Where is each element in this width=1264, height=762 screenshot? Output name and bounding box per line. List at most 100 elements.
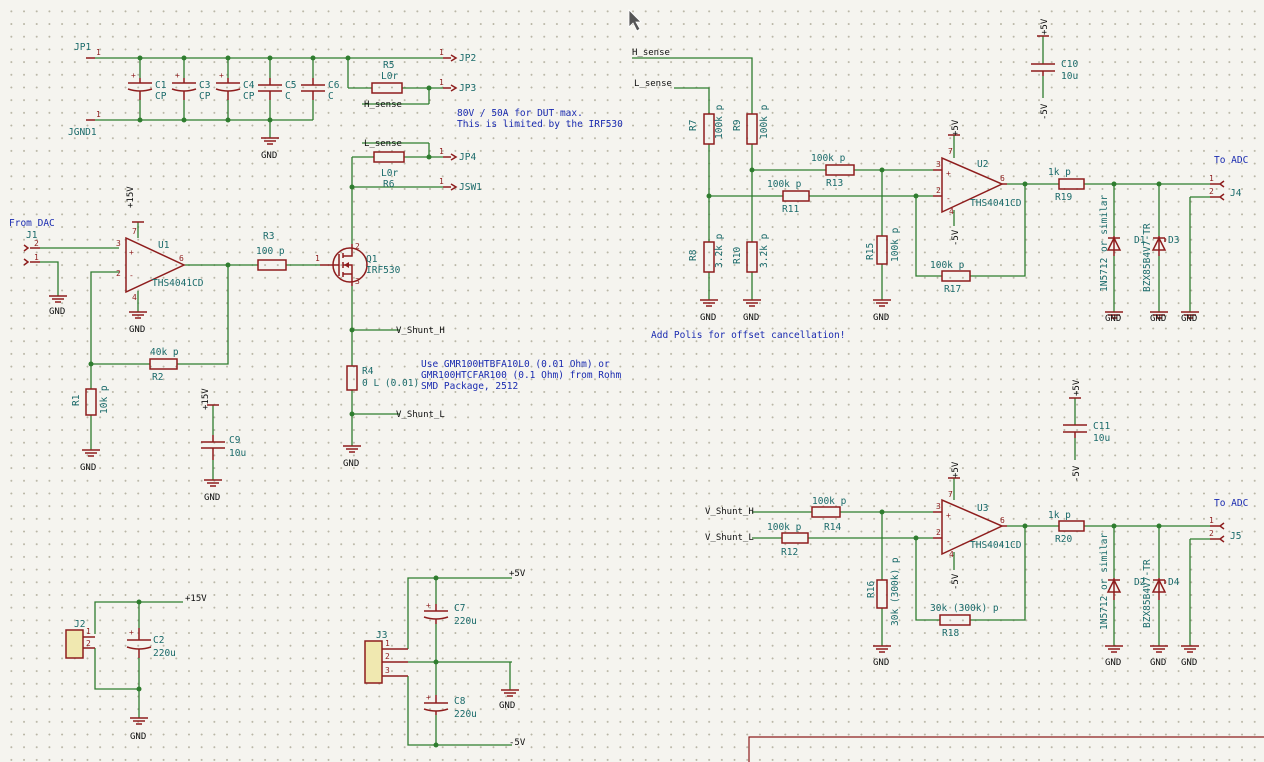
svg-text:R3: R3	[263, 231, 274, 242]
svg-text:R7: R7	[688, 120, 699, 131]
resistor-r6[interactable]	[373, 151, 405, 163]
resistor-r5[interactable]	[371, 82, 403, 94]
svg-text:2: 2	[936, 186, 941, 195]
svg-text:100k p: 100k p	[812, 496, 847, 507]
svg-text:R20: R20	[1055, 534, 1072, 545]
svg-text:2: 2	[1209, 187, 1214, 196]
opamp-u1[interactable]	[125, 236, 186, 294]
svg-text:2: 2	[355, 242, 360, 251]
svg-text:R5: R5	[383, 60, 394, 71]
svg-text:GND: GND	[700, 313, 716, 323]
svg-text:1: 1	[96, 110, 101, 119]
svg-text:3.2k p: 3.2k p	[714, 233, 725, 268]
decoupling-caps	[1031, 35, 1087, 460]
svg-text:U3: U3	[977, 503, 988, 514]
svg-text:THS4041CD: THS4041CD	[970, 198, 1022, 209]
capacitor-c2[interactable]	[126, 628, 152, 658]
svg-text:1: 1	[439, 147, 444, 156]
connector-jgnd1-label: JGND1	[68, 127, 97, 138]
svg-text:100 p: 100 p	[256, 246, 285, 257]
capacitor-c4[interactable]	[215, 78, 241, 100]
capacitor-c9[interactable]	[201, 435, 225, 460]
svg-text:R6: R6	[383, 179, 395, 190]
svg-text:R2: R2	[152, 372, 163, 383]
svg-text:R8: R8	[688, 249, 699, 261]
svg-text:3.2k p: 3.2k p	[759, 233, 770, 268]
connector-jsw1-label: JSW1	[459, 182, 482, 193]
svg-text:3: 3	[936, 160, 941, 169]
resistor-r4[interactable]	[346, 365, 358, 391]
connector-j3[interactable]	[364, 640, 383, 684]
connector-jp4-label: JP4	[459, 152, 476, 163]
resistor-r10[interactable]	[746, 241, 758, 273]
svg-text:C7: C7	[454, 603, 465, 614]
resistor-r14[interactable]	[811, 506, 841, 518]
diode-d2[interactable]	[1106, 578, 1122, 600]
svg-text:4: 4	[949, 550, 954, 559]
svg-text:+15V: +15V	[201, 388, 211, 410]
opamp-u3[interactable]	[941, 498, 1004, 556]
resistor-r20[interactable]	[1058, 520, 1085, 532]
diode-d1[interactable]	[1106, 236, 1122, 256]
svg-text:100k p: 100k p	[767, 522, 802, 533]
connector-j2[interactable]	[65, 629, 84, 659]
svg-text:C10: C10	[1061, 59, 1078, 70]
resistor-r8[interactable]	[703, 241, 715, 273]
svg-text:7: 7	[132, 227, 137, 236]
resistor-r17[interactable]	[941, 270, 971, 282]
svg-text:U1: U1	[158, 240, 170, 251]
capacitor-c6[interactable]	[301, 78, 325, 100]
capacitor-c3[interactable]	[171, 78, 197, 100]
svg-text:D3: D3	[1168, 235, 1179, 246]
svg-text:+: +	[946, 511, 951, 520]
capacitor-c5[interactable]	[258, 78, 282, 100]
svg-text:D2: D2	[1134, 577, 1145, 588]
resistor-r18[interactable]	[939, 614, 971, 626]
net-label-l-sense: L_sense	[364, 139, 402, 149]
resistor-r16[interactable]	[876, 579, 888, 609]
svg-text:-5V: -5V	[951, 229, 961, 246]
capacitor-c7[interactable]	[423, 604, 449, 624]
resistor-r12[interactable]	[781, 532, 809, 544]
svg-text:+5V: +5V	[1040, 18, 1050, 35]
zener-d3[interactable]	[1151, 236, 1167, 256]
svg-text:100k p: 100k p	[759, 104, 770, 139]
resistor-r13[interactable]	[825, 164, 855, 176]
capacitor-c1[interactable]	[127, 78, 153, 100]
svg-text:GND: GND	[261, 151, 277, 161]
svg-text:BZX85B4V7-TR: BZX85B4V7-TR	[1142, 559, 1153, 628]
resistor-r7[interactable]	[703, 113, 715, 145]
capacitor-c8[interactable]	[423, 695, 449, 715]
resistor-r11[interactable]	[782, 190, 810, 202]
resistor-r3[interactable]	[257, 259, 287, 271]
svg-text:+: +	[129, 628, 134, 637]
svg-text:2: 2	[116, 269, 121, 278]
opamp-u2[interactable]	[941, 156, 1004, 214]
capacitor-c10[interactable]	[1031, 63, 1055, 76]
resistor-r1[interactable]	[85, 388, 97, 416]
resistor-r19[interactable]	[1058, 178, 1085, 190]
zener-d4[interactable]	[1151, 578, 1167, 600]
svg-text:100k p: 100k p	[767, 179, 802, 190]
svg-text:-5V: -5V	[1072, 465, 1082, 482]
svg-text:C: C	[285, 91, 291, 102]
resistor-r9[interactable]	[746, 113, 758, 145]
note-polis: Add Polis for offset cancellation!	[651, 330, 845, 341]
note-to-adc-1: To ADC	[1214, 155, 1248, 166]
svg-text:GND: GND	[129, 325, 145, 335]
svg-text:1: 1	[1209, 174, 1214, 183]
svg-text:BZX85B4V7-TR: BZX85B4V7-TR	[1142, 223, 1153, 292]
svg-text:1N5712 or similar: 1N5712 or similar	[1099, 194, 1110, 292]
capacitor-c11[interactable]	[1063, 424, 1087, 438]
mosfet-q1[interactable]	[320, 244, 368, 286]
svg-text:IRF530: IRF530	[366, 265, 401, 276]
resistor-r2[interactable]	[149, 358, 178, 370]
resistor-r15[interactable]	[876, 235, 888, 265]
svg-text:1: 1	[439, 177, 444, 186]
svg-text:This is limited by the IRF530: This is limited by the IRF530	[457, 119, 623, 130]
svg-text:R11: R11	[782, 204, 799, 215]
mosfet-driver-stage	[23, 142, 458, 487]
svg-text:1: 1	[34, 253, 39, 262]
svg-text:CP: CP	[199, 91, 211, 102]
